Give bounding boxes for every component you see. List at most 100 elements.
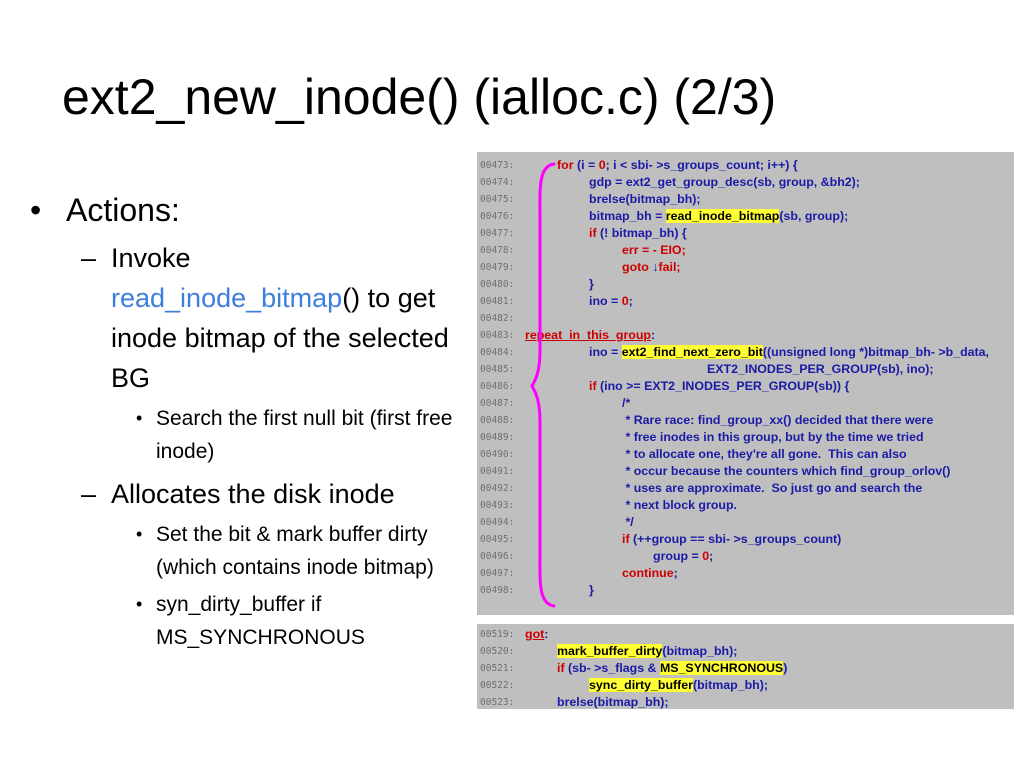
code-token: continue [622, 566, 674, 580]
code-token: (sb, group); [779, 209, 849, 223]
line-number: 00498: [480, 585, 515, 596]
line-number: 00475: [480, 194, 515, 205]
code-screenshot-loop: 00473:for (i = 0; i < sbi- >s_groups_cou… [477, 152, 1014, 615]
code-token: /* [622, 396, 631, 410]
code-text: for (i = 0; i < sbi- >s_groups_count; i+… [557, 157, 798, 174]
code-token: */ [622, 515, 634, 529]
code-text: continue; [622, 565, 678, 582]
code-text: } [589, 276, 594, 293]
line-number: 00520: [480, 646, 515, 657]
line-number: 00523: [480, 697, 515, 708]
code-token: * Rare race: find_group_xx() decided tha… [622, 413, 934, 427]
line-number: 00487: [480, 398, 515, 409]
line-number: 00494: [480, 517, 515, 528]
highlighted-token: sync_dirty_buffer [589, 678, 693, 692]
bullet-actions: • Actions: [30, 188, 455, 232]
line-number: 00522: [480, 680, 515, 691]
bullet-dash: – [81, 479, 97, 509]
line-number: 00481: [480, 296, 515, 307]
bullet-invoke: – Invoke read_inode_bitmap() to get inod… [30, 238, 455, 398]
highlighted-token: MS_SYNCHRONOUS [659, 661, 784, 675]
code-token: for [557, 158, 574, 172]
line-number: 00489: [480, 432, 515, 443]
code-token: ) [783, 661, 788, 675]
code-token: * free inodes in this group, but by the … [622, 430, 924, 444]
code-token: ( [573, 158, 582, 172]
line-number: 00482: [480, 313, 515, 324]
code-token: if [589, 379, 597, 393]
code-text: } [589, 582, 594, 599]
bullet-allocates-text: Allocates the disk inode [111, 479, 395, 509]
code-token: bitmap_bh = [589, 209, 666, 223]
code-token: ; [628, 294, 633, 308]
code-text: brelse(bitmap_bh); [589, 191, 701, 208]
code-token: fail; [658, 260, 681, 274]
bullet-dot: • [30, 192, 42, 228]
code-token: got [525, 627, 545, 641]
bullet-syn-dirty-text: syn_dirty_buffer if MS_SYNCHRONOUS [156, 593, 365, 649]
code-token: brelse(bitmap_bh); [589, 192, 701, 206]
line-number: 00519: [480, 629, 515, 640]
code-text: if (! bitmap_bh) { [589, 225, 687, 242]
bullet-list: • Actions: – Invoke read_inode_bitmap() … [30, 188, 455, 654]
line-number: 00497: [480, 568, 515, 579]
code-token: (bitmap_bh); [692, 678, 769, 692]
code-token: } [589, 583, 594, 597]
code-text: * Rare race: find_group_xx() decided tha… [622, 412, 933, 429]
code-token: goto [622, 260, 649, 274]
bullet-dash: – [81, 243, 97, 273]
code-text: ino = ext2_find_next_zero_bit((unsigned … [589, 344, 989, 361]
code-text: sync_dirty_buffer(bitmap_bh); [589, 677, 768, 694]
line-number: 00486: [480, 381, 515, 392]
code-text: repeat_in_this_group: [525, 327, 655, 344]
bullet-invoke-prefix: Invoke [111, 243, 191, 273]
code-screenshot-got: 00519:got:00520:mark_buffer_dirty(bitmap… [477, 624, 1014, 709]
code-text: * next block group. [622, 497, 737, 514]
code-token: repeat_in_this_group [525, 328, 651, 342]
line-number: 00479: [480, 262, 515, 273]
code-text: /* [622, 395, 630, 412]
line-number: 00496: [480, 551, 515, 562]
code-text: if (ino >= EXT2_INODES_PER_GROUP(sb)) { [589, 378, 849, 395]
line-number: 00492: [480, 483, 515, 494]
bullet-set-bit: • Set the bit & mark buffer dirty (which… [30, 518, 455, 584]
code-text: err = - EIO; [622, 242, 686, 259]
code-text: group = 0; [653, 548, 713, 565]
code-text: gdp = ext2_get_group_desc(sb, group, &bh… [589, 174, 860, 191]
code-token: 0 [598, 158, 606, 172]
line-number: 00478: [480, 245, 515, 256]
code-token: if [622, 532, 630, 546]
line-number: 00477: [480, 228, 515, 239]
line-number: 00488: [480, 415, 515, 426]
code-text: * uses are approximate. So just go and s… [622, 480, 922, 497]
code-text: * free inodes in this group, but by the … [622, 429, 924, 446]
line-number: 00490: [480, 449, 515, 460]
line-number: 00474: [480, 177, 515, 188]
code-token: (bitmap_bh); [662, 644, 738, 658]
code-text: */ [622, 514, 634, 531]
line-number: 00476: [480, 211, 515, 222]
bullet-search-text: Search the first null bit (first free in… [156, 407, 453, 463]
code-token: 0 [702, 549, 710, 563]
code-token: * next block group. [622, 498, 737, 512]
code-text: mark_buffer_dirty(bitmap_bh); [557, 643, 737, 660]
code-token: ino = [589, 345, 622, 359]
line-number: 00484: [480, 347, 515, 358]
curly-brace-annotation [530, 162, 556, 608]
code-token: (! bitmap_bh) { [596, 226, 687, 240]
code-token: * occur because the counters which find_… [622, 464, 951, 478]
code-token: = [584, 158, 599, 172]
code-text: if (++group == sbi- >s_groups_count) [622, 531, 841, 548]
code-token: * to allocate one, they're all gone. Thi… [622, 447, 907, 461]
code-text: EXT2_INODES_PER_GROUP(sb), ino); [707, 361, 934, 378]
line-number: 00480: [480, 279, 515, 290]
code-text: bitmap_bh = read_inode_bitmap(sb, group)… [589, 208, 848, 225]
code-token: (++group == sbi- >s_groups_count) [629, 532, 842, 546]
code-token: * uses are approximate. So just go and s… [622, 481, 923, 495]
read-inode-bitmap-link: read_inode_bitmap [111, 283, 343, 313]
code-token: 0 [621, 294, 629, 308]
code-token: if [589, 226, 597, 240]
bullet-syn-dirty: • syn_dirty_buffer if MS_SYNCHRONOUS [30, 588, 455, 654]
code-text: if (sb- >s_flags & MS_SYNCHRONOUS) [557, 660, 787, 677]
code-text: brelse(bitmap_bh); [557, 694, 669, 709]
